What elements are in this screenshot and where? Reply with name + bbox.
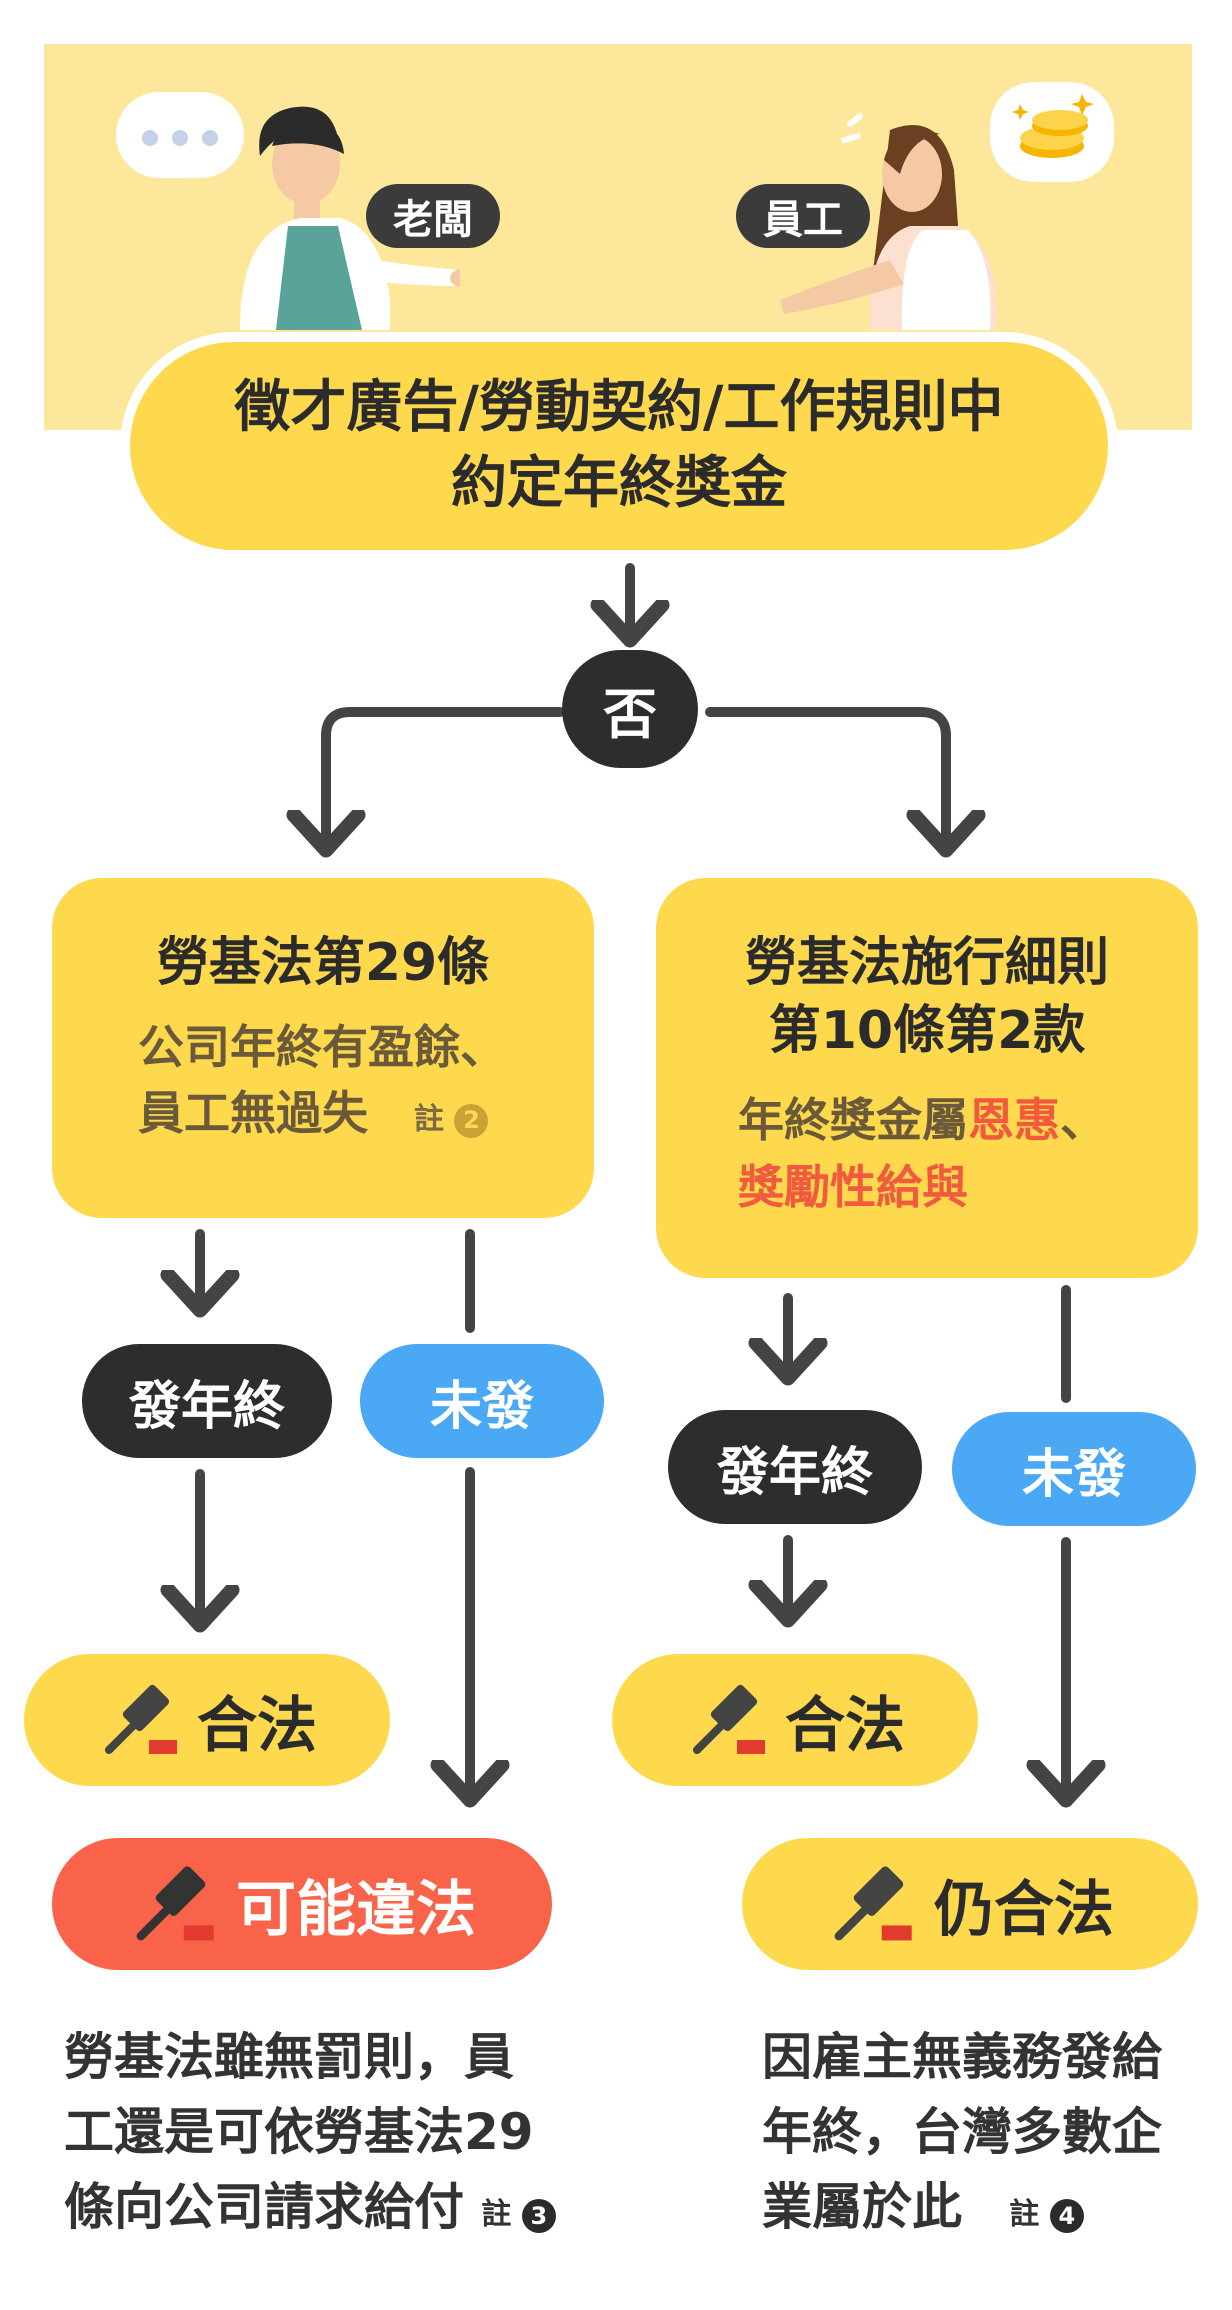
still-legal-result: 仍合法 [742,1838,1198,1970]
note-4-badge: 4 [1049,2198,1084,2233]
left-explanation-line1: 勞基法雖無罰則，員 [64,2028,514,2086]
gavel-icon [834,1866,912,1941]
gavel-icon [105,1684,177,1754]
arrow-down-icon [705,707,946,850]
note-label: 註 [1009,2197,1040,2232]
left-condition-card: 勞基法第29條 公司年終有盈餘、 員工無過失 註 2 [52,878,594,1218]
right-nopay-pill: 未發 [952,1412,1196,1526]
right-condition-card: 勞基法施行細則 第10條第2款 年終獎金屬恩惠、 獎勵性給與 [656,878,1198,1278]
right-card-title-line1: 勞基法施行細則 [744,933,1109,993]
left-explanation-line3: 條向公司請求給付 [64,2178,464,2236]
gavel-icon [136,1866,214,1941]
possibly-illegal-label: 可能違法 [236,1874,476,1945]
note-label: 註 [414,1102,445,1138]
right-legal-result: 合法 [612,1654,978,1786]
right-card-desc-highlight1: 恩惠 [968,1093,1060,1148]
right-explanation: 因雇主無義務發給 年終，台灣多數企 業屬於此 註 4 [762,2020,1202,2245]
right-explanation-line3-row: 業屬於此 註 4 [762,2170,1202,2245]
left-card-desc-line2: 員工無過失 [138,1086,368,1141]
right-card-desc-part1: 年終獎金屬 [738,1093,968,1148]
left-nopay-label: 未發 [429,1376,534,1437]
note-3-badge: 3 [521,2198,556,2233]
right-card-desc-highlight2: 獎勵性給與 [738,1159,968,1214]
right-card-title-line2: 第10條第2款 [768,1000,1086,1061]
left-pay-pill: 發年終 [82,1344,332,1458]
right-pay-label: 發年終 [716,1442,873,1503]
employee-label: 員工 [736,184,870,248]
left-card-title: 勞基法第29條 [156,933,490,993]
right-nopay-label: 未發 [1021,1444,1126,1505]
coins-bubble [990,82,1114,182]
left-explanation-line2: 工還是可依勞基法29 [64,2103,534,2161]
left-legal-result: 合法 [24,1654,390,1786]
left-legal-label: 合法 [197,1690,317,1761]
right-pay-pill: 發年終 [668,1410,922,1524]
left-card-desc-line2-row: 員工無過失 註 2 [138,1080,594,1147]
left-pay-label: 發年終 [128,1376,285,1437]
speech-bubble-icon [116,92,244,178]
right-explanation-line1: 因雇主無義務發給 [762,2028,1162,2086]
coins-icon [1012,94,1094,158]
left-explanation-line3-row: 條向公司請求給付 註 3 [64,2170,624,2245]
decision-label: 否 [603,682,657,746]
boss-figure-icon [240,106,460,330]
arrow-down-icon [326,707,565,850]
right-legal-label: 合法 [785,1690,905,1761]
main-condition-line1: 徵才廣告/勞動契約/工作規則中 [234,375,1004,441]
right-card-desc-part2: 、 [1060,1093,1106,1148]
gavel-icon [693,1684,765,1754]
left-card-desc-line1: 公司年終有盈餘、 [138,1019,506,1074]
right-card-desc-line1: 年終獎金屬恩惠、 [738,1087,1198,1154]
ellipsis-icon [142,130,218,146]
right-explanation-line2: 年終，台灣多數企 [762,2103,1162,2161]
note-2-badge: 2 [454,1103,489,1138]
possibly-illegal-result: 可能違法 [52,1838,552,1970]
main-condition-line2: 約定年終獎金 [451,451,787,516]
left-explanation: 勞基法雖無罰則，員 工還是可依勞基法29 條向公司請求給付 註 3 [64,2020,624,2245]
employee-figure-icon [780,113,997,330]
right-explanation-line3: 業屬於此 [762,2178,962,2236]
decision-node: 否 [562,650,698,768]
still-legal-label: 仍合法 [934,1874,1114,1945]
main-condition-pill: 徵才廣告/勞動契約/工作規則中 約定年終獎金 [120,332,1118,560]
boss-label: 老闆 [366,184,500,248]
note-label: 註 [481,2197,512,2232]
left-nopay-pill: 未發 [360,1344,604,1458]
